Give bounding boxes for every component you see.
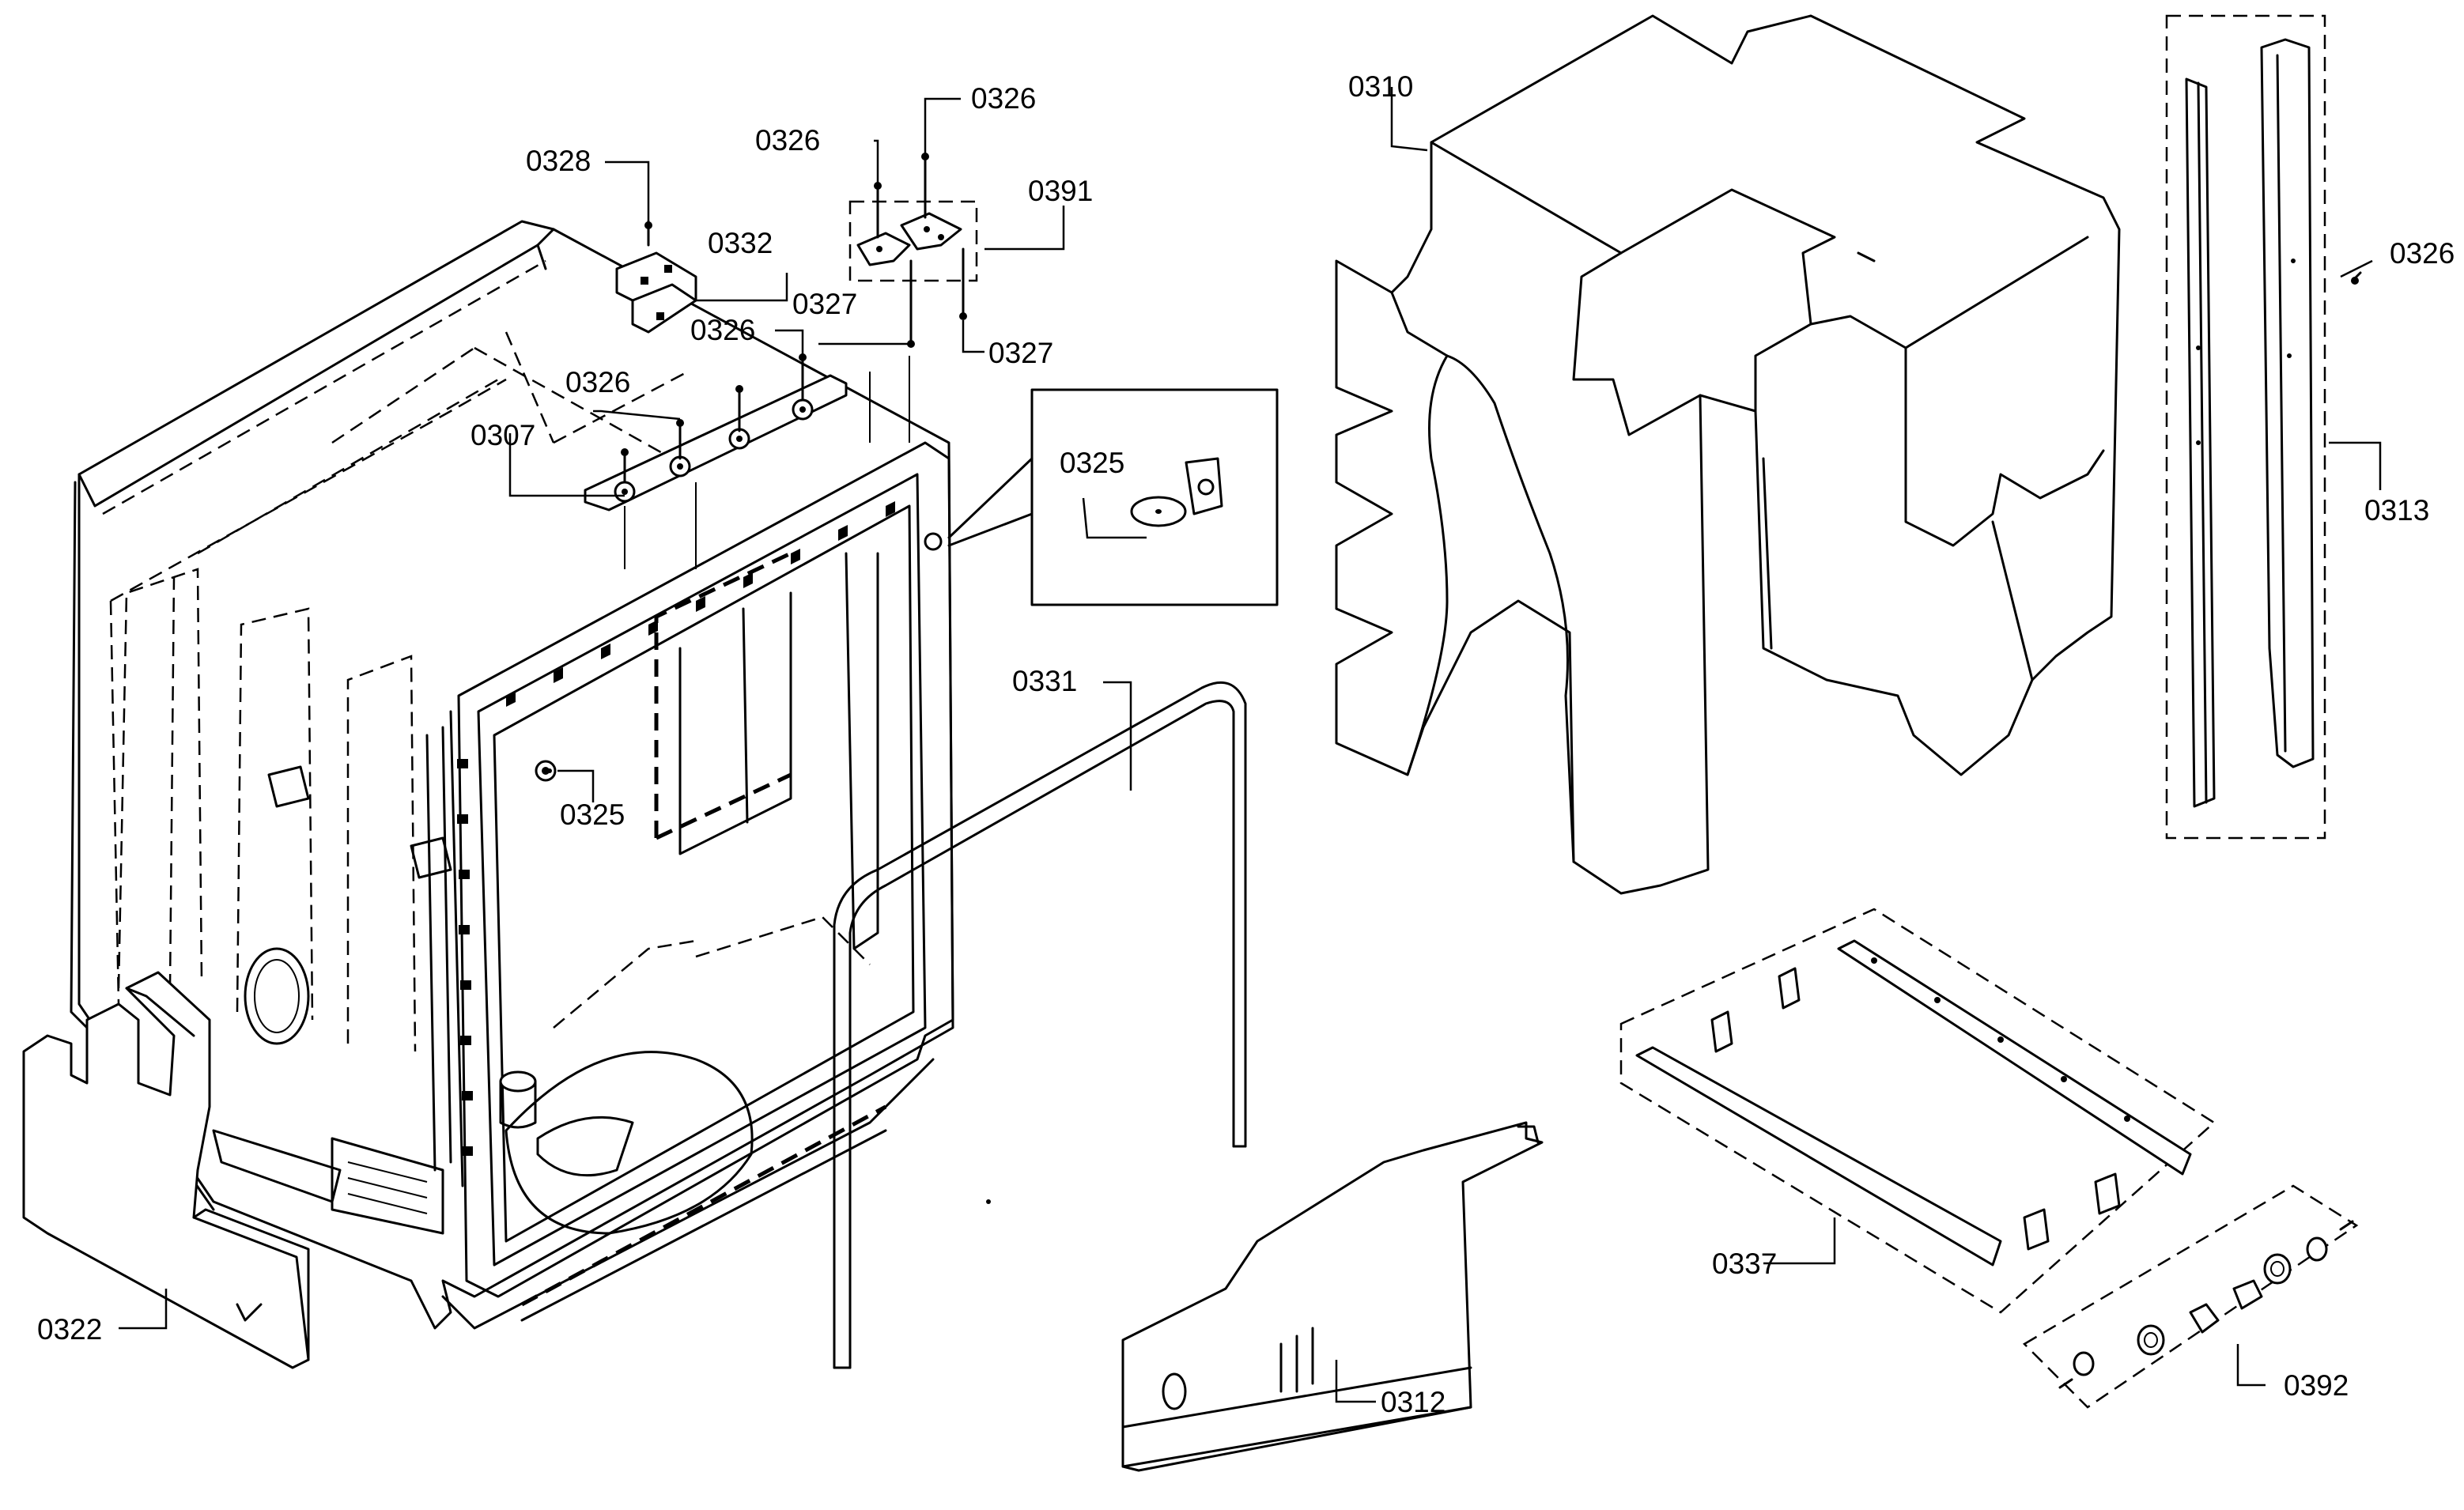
- callout-0331: 0331: [1012, 665, 1077, 697]
- callout-0326-plate: 0326: [690, 314, 755, 346]
- callout-0326-plate-left: 0326: [565, 366, 630, 398]
- callout-0325-inset: 0325: [1060, 447, 1124, 479]
- callout-0313: 0313: [2364, 494, 2429, 527]
- part-0322-insulation-pad: [22, 971, 310, 1369]
- callout-0326-top-right: 0326: [971, 82, 1036, 115]
- callout-0391: 0391: [1028, 175, 1093, 207]
- part-0337-mounting-rails: [1619, 908, 2216, 1314]
- callout-0328: 0328: [526, 145, 591, 177]
- leader-lines: [119, 87, 2373, 1403]
- callout-labels: 0310 0313 0326 0328 0332 0326 0326 0391 …: [37, 70, 2455, 1418]
- callout-0326-top-left: 0326: [755, 124, 820, 157]
- callout-0322: 0322: [37, 1313, 102, 1346]
- callout-0310: 0310: [1348, 70, 1413, 103]
- part-0310-insulation-blanket: [1335, 14, 2121, 895]
- part-0325-inset: [547, 388, 1279, 773]
- callout-0307: 0307: [471, 419, 535, 451]
- top-hardware: [584, 153, 978, 569]
- callout-0332: 0332: [708, 227, 773, 259]
- part-0392-hardware-kit: [2022, 1184, 2359, 1409]
- callout-0325-tub: 0325: [560, 798, 625, 831]
- part-0313-side-trim: [2165, 14, 2382, 840]
- callout-0327-left: 0327: [792, 288, 857, 320]
- callout-0337: 0337: [1712, 1248, 1777, 1280]
- callout-0312: 0312: [1381, 1386, 1446, 1418]
- callout-0326-right: 0326: [2390, 237, 2455, 270]
- dishwasher-tub: [70, 220, 954, 1330]
- part-0312-toe-insulation: [1121, 1121, 1544, 1472]
- part-0331-door-seal: [833, 681, 1247, 1369]
- callout-0392: 0392: [2284, 1369, 2349, 1402]
- callout-0327-right: 0327: [988, 337, 1053, 369]
